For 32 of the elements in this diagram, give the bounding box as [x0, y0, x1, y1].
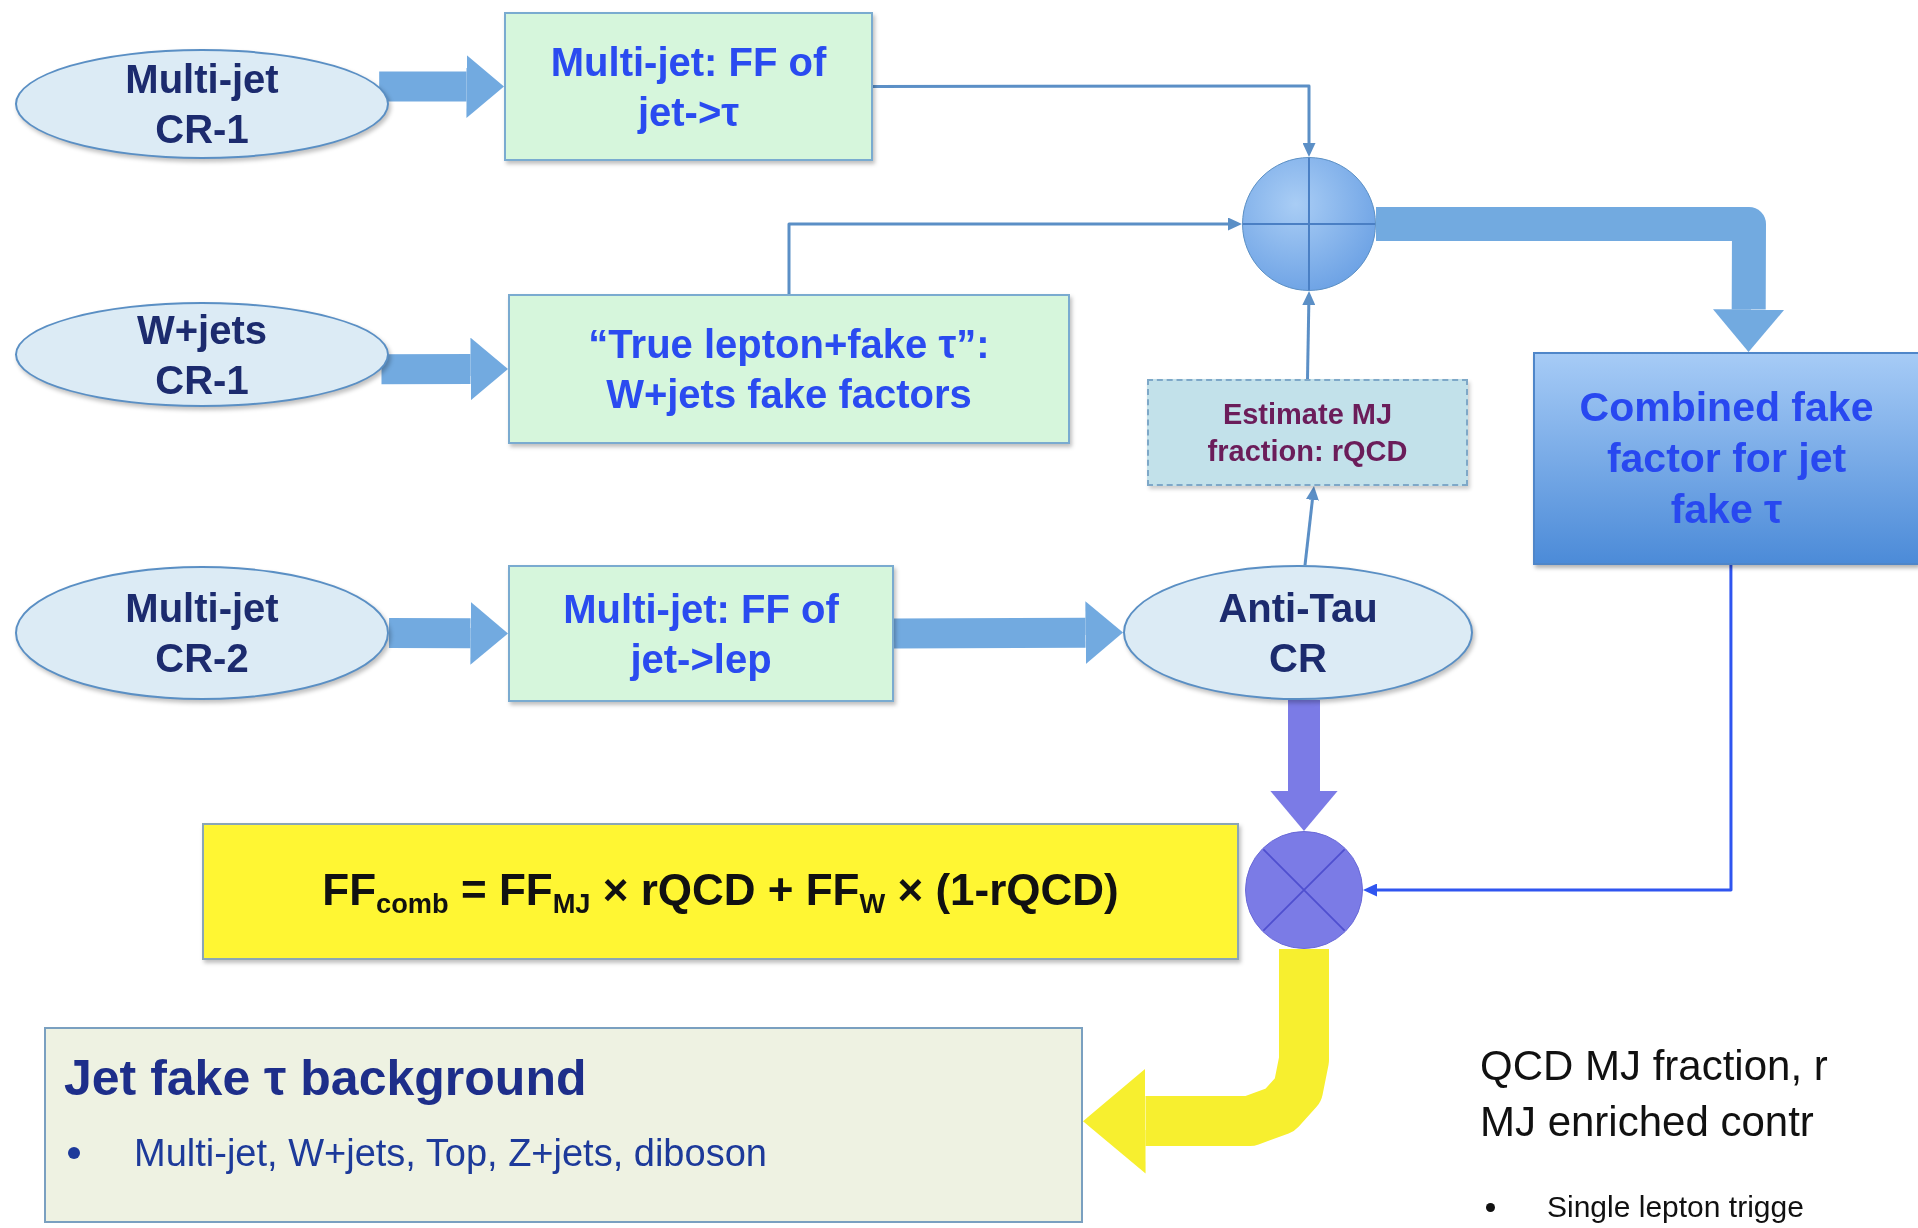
formula-box	[202, 823, 1239, 960]
node-label: Anti-Tau CR	[1217, 584, 1379, 682]
arrow	[873, 84, 1316, 157]
block-arrow	[381, 337, 508, 401]
panel-heading: Jet fake τ background	[63, 1049, 587, 1108]
block-arrow	[388, 601, 508, 665]
arrow	[1303, 486, 1319, 566]
note-text: QCD MJ fraction, r	[1480, 1042, 1828, 1090]
node-label: “True lepton+fake τ”: W+jets fake factors	[587, 321, 991, 418]
node-label: Multi-jet CR-1	[124, 56, 280, 153]
result-panel	[44, 1027, 1083, 1223]
arrow	[1363, 565, 1733, 897]
formula: FF$_{comb}$ = FF$_{MJ}$ × rQCD + FF$_{W}$ × (1-rQCD)	[321, 863, 1120, 922]
node-label: Multi-jet: FF of jet->τ	[549, 38, 828, 136]
note-text: Single lepton trigge	[1547, 1190, 1804, 1224]
estimate-box	[1147, 379, 1468, 486]
result-box	[1533, 352, 1918, 565]
block-arrow	[379, 55, 504, 118]
process-box	[508, 565, 894, 702]
process-box	[508, 294, 1070, 444]
node-label: Combined fake factor for jet fake τ	[1578, 382, 1875, 535]
node-label: Multi-jet: FF of jet->lep	[562, 585, 840, 683]
node-label: Multi-jet CR-2	[124, 585, 280, 682]
block-arrow	[893, 601, 1123, 665]
node-label: Estimate MJ fraction: rQCD	[1206, 397, 1409, 469]
bullet-text: Multi-jet, W+jets, Top, Z+jets, diboson	[134, 1130, 767, 1176]
node-label: W+jets CR-1	[135, 306, 268, 404]
note-text: MJ enriched contr	[1480, 1098, 1814, 1146]
arrow	[1302, 291, 1316, 380]
process-box	[504, 12, 873, 161]
arrow	[787, 217, 1242, 294]
block-arrow	[1376, 207, 1785, 352]
